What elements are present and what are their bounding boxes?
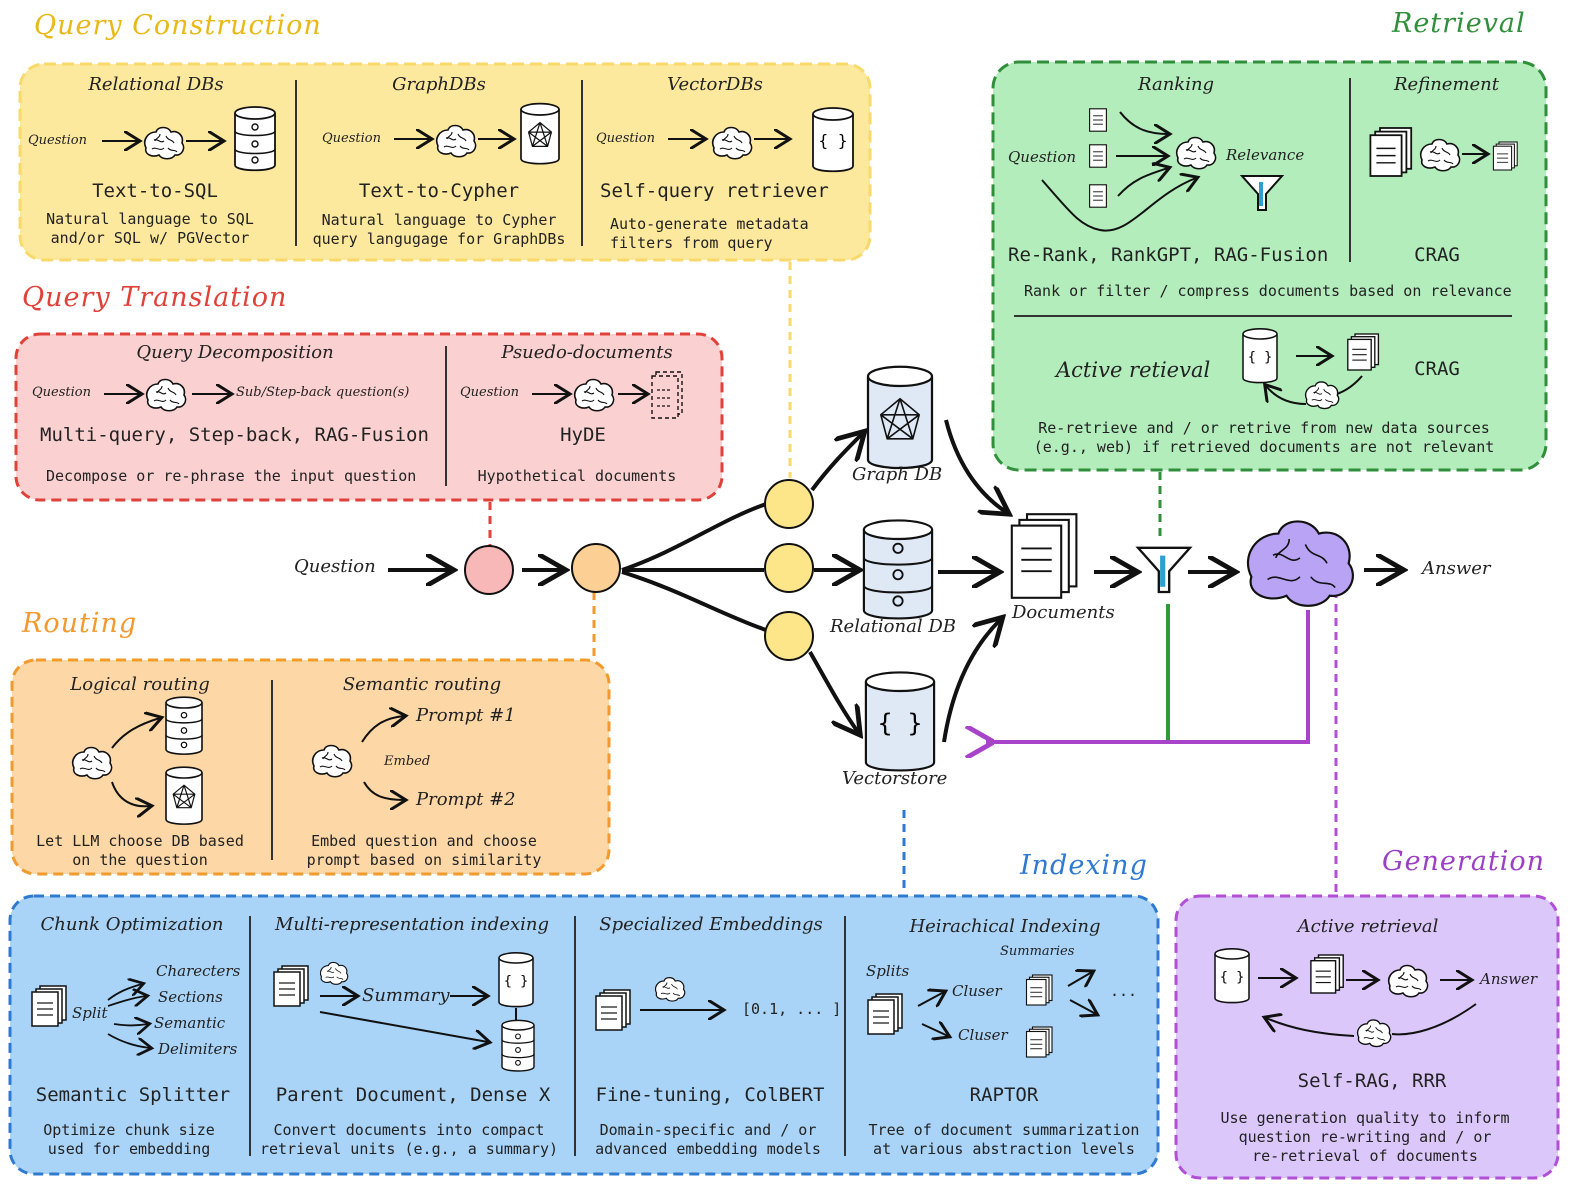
prompt-1-label: Prompt #1 [416,705,516,726]
generation-answer-label: Answer [1480,970,1538,988]
semantic-splitter-method: Semantic Splitter [35,1084,231,1106]
active-retrieval-generation-header: Active retrieval [1297,916,1439,937]
indexing-title: Indexing [1020,850,1148,881]
text-to-cypher-desc: Natural language to Cypher query languga… [312,211,566,248]
parent-document-desc: Convert documents into compact retrieval… [259,1121,558,1158]
characters-label: Charecters [156,962,241,980]
pseudo-documents-header: Psuedo-documents [501,342,673,363]
vectordbs-header: VectorDBs [667,74,763,95]
fine-tuning-method: Fine-tuning, ColBERT [595,1084,825,1106]
documents-icon [1010,513,1078,599]
text-to-sql-desc: Natural language to SQL and/or SQL w/ PG… [46,210,254,247]
cluster-1-label: Cluser [952,982,1002,1000]
generation-title: Generation [1382,846,1546,877]
raptor-method: RAPTOR [969,1084,1039,1106]
construction-node-vector [764,611,814,661]
specialized-embeddings-header: Specialized Embeddings [599,914,823,935]
multi-representation-header: Multi-representation indexing [274,914,550,935]
query-construction-title: Query Construction [34,10,322,41]
chunk-optimization-header: Chunk Optimization [40,914,224,935]
construction-node-relational [764,543,814,593]
construction-node-graph [764,479,814,529]
crag-refinement-method: CRAG [1414,244,1460,266]
self-query-retriever-method: Self-query retriever [600,180,829,202]
self-rag-method: Self-RAG, RRR [1297,1070,1447,1092]
active-retrieval-desc: Re-retrieve and / or retrive from new da… [1033,419,1495,456]
relational-db-icon [862,519,934,620]
documents-label: Documents [1012,602,1115,623]
llm-brain-icon [1246,520,1354,607]
routing-node [571,543,621,593]
raptor-desc: Tree of document summarization at variou… [868,1121,1140,1158]
hyde-method: HyDE [560,424,606,446]
retrieval-title: Retrieval [1392,8,1526,39]
prompt-2-label: Prompt #2 [416,789,516,810]
hyde-desc: Hypothetical documents [477,467,677,485]
query-decomposition-header: Query Decomposition [136,342,334,363]
summary-label: Summary [362,985,450,1006]
vectorstore-label: Vectorstore [842,768,948,789]
routing-title: Routing [22,608,138,639]
ellipsis-label: ... [1110,982,1138,1000]
sub-question-label: Sub/Step-back question(s) [236,385,410,400]
embedding-vector-label: [0.1, ... ] [742,1000,842,1018]
flow-question-label: Question [294,556,376,577]
graphdbs-header: GraphDBs [392,74,486,95]
semantic-routing-header: Semantic routing [342,674,502,695]
question-label: Question [1008,148,1077,166]
summaries-label: Summaries [1000,944,1075,959]
question-label: Question [28,133,87,148]
text-to-sql-method: Text-to-SQL [92,180,218,202]
active-retrieval-label: Active retieval [1056,358,1211,382]
multi-query-method: Multi-query, Step-back, RAG-Fusion [40,424,429,446]
cluster-2-label: Cluser [958,1026,1008,1044]
query-translation-box [14,332,724,502]
question-label: Question [596,131,655,146]
crag-active-method: CRAG [1414,358,1460,380]
text-to-cypher-method: Text-to-Cypher [358,180,520,202]
refinement-header: Refinement [1394,74,1500,95]
embed-label: Embed [384,754,431,769]
retrieval-summary: Rank or filter / compress documents base… [1024,282,1512,300]
question-label: Question [32,385,91,400]
filter-funnel-icon [1135,546,1193,594]
logical-routing-header: Logical routing [70,674,210,695]
semantic-splitter-desc: Optimize chunk size used for embedding [43,1121,215,1158]
question-label: Question [322,131,381,146]
multi-query-desc: Decompose or re-phrase the input questio… [46,467,417,485]
flow-answer-label: Answer [1422,558,1491,579]
svg-text:{ }: { } [878,708,923,737]
relational-dbs-header: Relational DBs [88,74,224,95]
delimiters-label: Delimiters [158,1040,238,1058]
hierarchical-indexing-header: Heirachical Indexing [909,916,1101,937]
graph-db-icon [866,365,934,470]
logical-routing-desc: Let LLM choose DB based on the question [36,832,244,869]
semantic-label: Semantic [154,1014,226,1032]
vectorstore-icon: { } [864,671,936,772]
semantic-routing-desc: Embed question and choose prompt based o… [306,832,542,869]
fine-tuning-desc: Domain-specific and / or advanced embedd… [595,1121,821,1158]
retrieval-box [991,60,1548,472]
query-translation-title: Query Translation [22,282,288,313]
parent-document-method: Parent Document, Dense X [275,1084,551,1106]
split-label: Split [72,1004,108,1022]
sections-label: Sections [158,988,223,1006]
question-label: Question [460,385,519,400]
query-construction-box [18,62,872,262]
graph-db-label: Graph DB [852,464,943,485]
relational-db-label: Relational DB [830,616,956,637]
relevance-label: Relevance [1226,146,1305,164]
self-query-retriever-desc: Auto-generate metadata filters from quer… [610,215,809,252]
self-rag-desc: Use generation quality to inform questio… [1220,1109,1510,1165]
ranking-header: Ranking [1138,74,1215,95]
translation-node [464,545,514,595]
rerank-method: Re-Rank, RankGPT, RAG-Fusion [1008,244,1329,266]
splits-label: Splits [866,962,910,980]
